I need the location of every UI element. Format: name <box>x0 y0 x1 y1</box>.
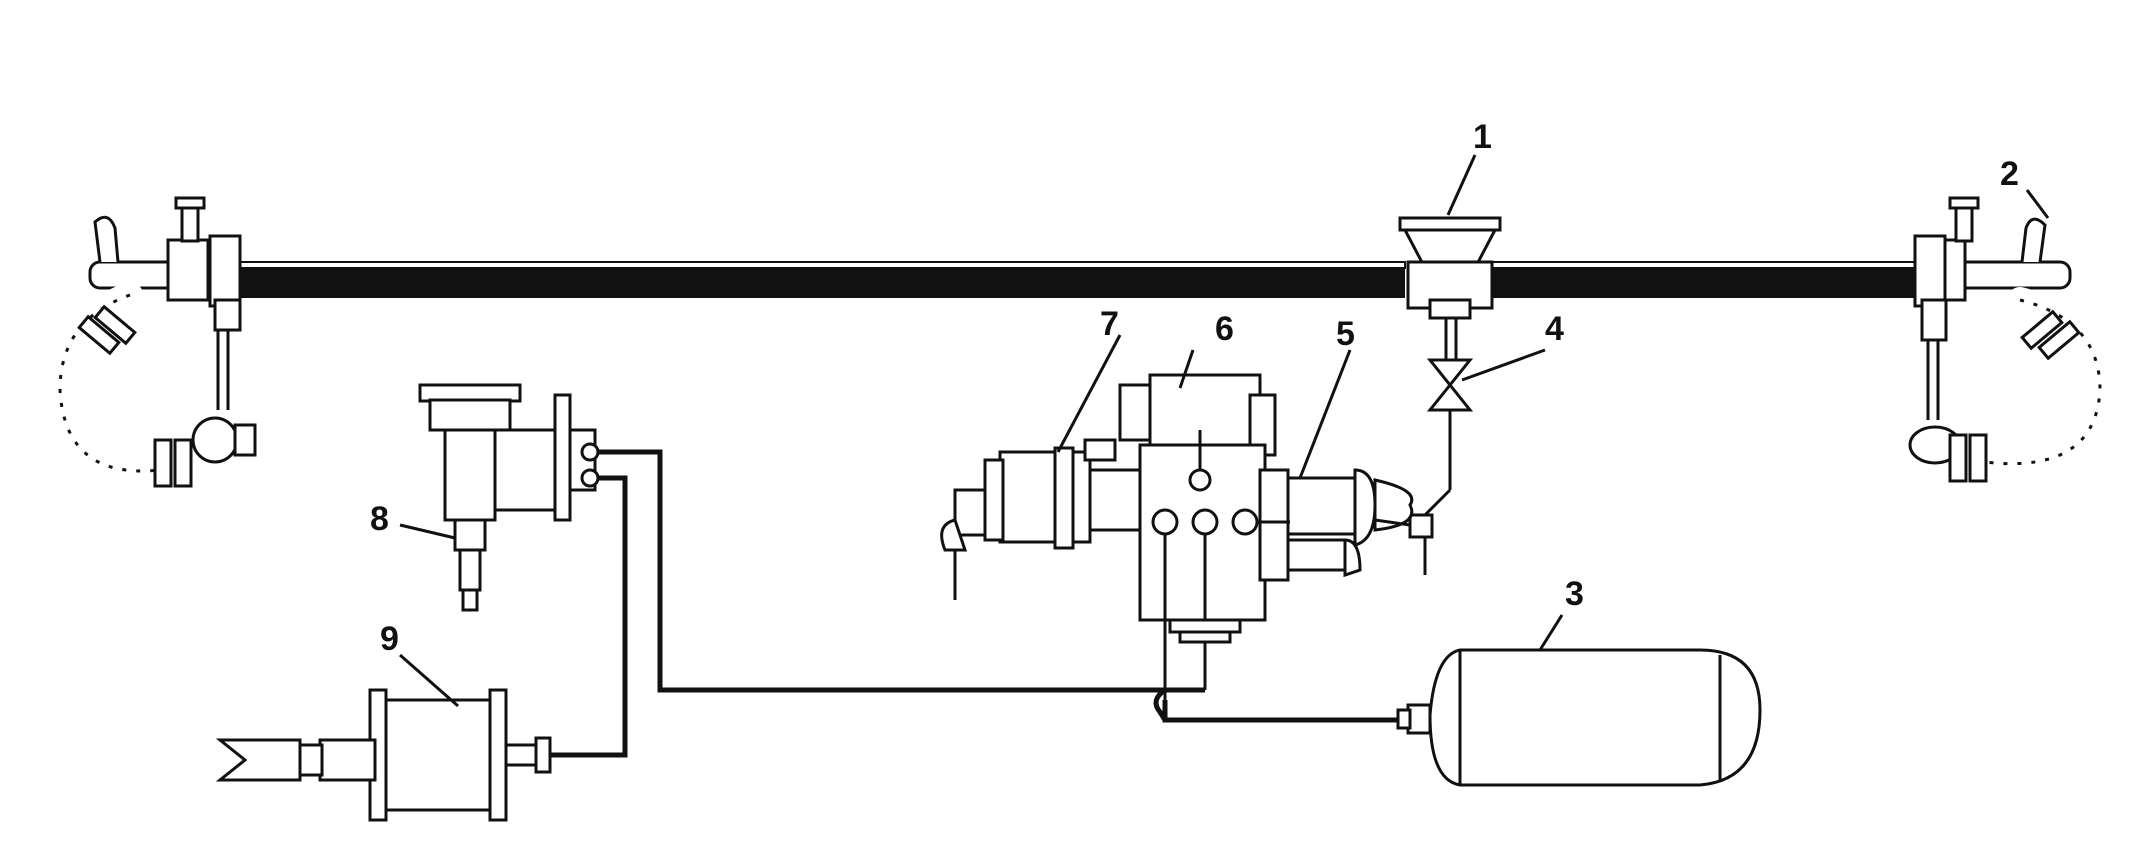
component-1-tee-fitting <box>1398 216 1502 360</box>
component-4-shutoff-valve <box>1408 358 1474 575</box>
component-7-main-part <box>940 438 1142 600</box>
component-9-brake-cylinder <box>215 688 552 822</box>
label-6: 6 <box>1215 310 1234 348</box>
component-8-valve-assembly <box>418 383 600 612</box>
label-4: 4 <box>1545 310 1564 348</box>
label-1: 1 <box>1473 118 1492 156</box>
label-2: 2 <box>2000 155 2019 193</box>
main-brake-pipe <box>229 261 1916 298</box>
label-3: 3 <box>1565 575 1584 613</box>
label-9: 9 <box>380 620 399 658</box>
label-5: 5 <box>1336 315 1355 353</box>
right-end-cock-and-hose <box>1908 196 2114 483</box>
label-8: 8 <box>370 500 389 538</box>
leader-lines <box>399 154 2050 708</box>
connecting-pipes <box>550 449 1398 758</box>
left-end-cock-and-hose <box>46 196 257 488</box>
component-3-reservoir <box>1396 648 1762 787</box>
component-5-connector <box>1283 468 1414 578</box>
label-7: 7 <box>1100 305 1119 343</box>
component-6-air-distributor <box>1118 373 1290 700</box>
